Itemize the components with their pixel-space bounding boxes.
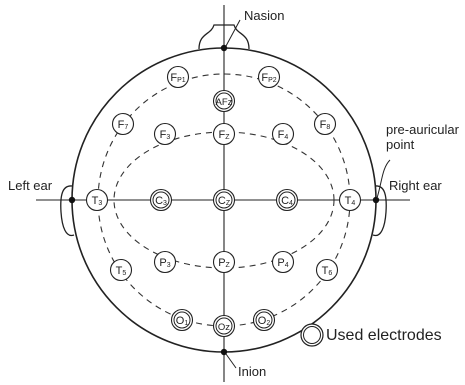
electrode-label: F8 bbox=[320, 119, 331, 131]
electrode-label: Oz bbox=[218, 322, 230, 333]
left-ear-outline bbox=[60, 185, 75, 237]
electrode-t3: T3 bbox=[85, 188, 109, 212]
electrode-c4: C4 bbox=[275, 188, 299, 212]
preauricular-label-line2: point bbox=[386, 137, 415, 152]
legend-used-electrode-symbol-inner bbox=[303, 326, 321, 344]
electrode-circle bbox=[315, 258, 339, 282]
used-electrode-ring bbox=[152, 191, 170, 209]
electrode-f8: F8 bbox=[313, 112, 337, 136]
electrode-circle bbox=[257, 65, 281, 89]
electrode-f4: F4 bbox=[271, 122, 295, 146]
used-electrode-ring bbox=[215, 92, 233, 110]
left-ear-label: Left ear bbox=[8, 178, 53, 193]
electrode-f7: F7 bbox=[111, 112, 135, 136]
electrode-circle bbox=[271, 122, 295, 146]
electrode-cz: CZ bbox=[212, 188, 236, 212]
legend-label: Used electrodes bbox=[326, 327, 442, 344]
used-electrode-ring bbox=[278, 191, 296, 209]
electrode-label: T6 bbox=[322, 265, 333, 277]
electrode-p4: P4 bbox=[271, 250, 295, 274]
electrode-circle bbox=[271, 250, 295, 274]
legend: Used electrodes bbox=[300, 323, 442, 347]
electrode-t6: T6 bbox=[315, 258, 339, 282]
electrode-circle bbox=[338, 188, 362, 212]
preauricular-leader bbox=[376, 159, 391, 199]
right-ear-label: Right ear bbox=[389, 178, 442, 193]
preauricular-label-line1: pre-auricular bbox=[386, 122, 460, 137]
electrode-c3: C3 bbox=[149, 188, 173, 212]
electrode-circle bbox=[85, 188, 109, 212]
inion-label: Inion bbox=[238, 364, 266, 379]
electrode-circle bbox=[212, 122, 236, 146]
nasion-label: Nasion bbox=[244, 8, 284, 23]
electrode-circle bbox=[313, 112, 337, 136]
inion-dot bbox=[220, 348, 228, 356]
electrode-t4: T4 bbox=[338, 188, 362, 212]
electrode-t5: T5 bbox=[109, 258, 133, 282]
used-electrode-ring bbox=[173, 311, 191, 329]
used-electrode-ring bbox=[215, 191, 233, 209]
electrode-circle bbox=[111, 112, 135, 136]
right-preauricular-dot bbox=[372, 196, 380, 204]
electrode-label: FZ bbox=[218, 129, 230, 141]
electrode-fp2: FP2 bbox=[257, 65, 281, 89]
electrode-label: C3 bbox=[155, 195, 167, 207]
left-preauricular-dot bbox=[68, 196, 76, 204]
electrode-afz: AFz bbox=[212, 89, 236, 113]
nasion-leader bbox=[225, 19, 241, 47]
electrode-f3: F3 bbox=[153, 122, 177, 146]
electrode-label: AFz bbox=[216, 97, 233, 108]
electrode-circle bbox=[109, 258, 133, 282]
electrode-label: F4 bbox=[278, 129, 289, 141]
nasion-dot bbox=[220, 44, 228, 52]
electrode-label: C4 bbox=[281, 195, 293, 207]
used-electrode-ring bbox=[215, 317, 233, 335]
right-ear-outline bbox=[372, 185, 387, 237]
electrode-oz: Oz bbox=[212, 314, 236, 338]
electrode-circle bbox=[153, 122, 177, 146]
inion-leader bbox=[225, 353, 237, 369]
used-electrode-ring bbox=[255, 311, 273, 329]
electrode-label: F7 bbox=[118, 119, 129, 131]
electrode-circle bbox=[153, 250, 177, 274]
electrode-label: T4 bbox=[345, 195, 356, 207]
electrode-circle bbox=[212, 250, 236, 274]
electrode-p3: P3 bbox=[153, 250, 177, 274]
electrode-label: P3 bbox=[159, 257, 170, 269]
electrode-fz: FZ bbox=[212, 122, 236, 146]
electrode-label: T3 bbox=[92, 195, 103, 207]
electrode-fp1: FP1 bbox=[166, 65, 190, 89]
electrode-label: F3 bbox=[160, 129, 171, 141]
electrode-circle bbox=[166, 65, 190, 89]
electrode-o1: O1 bbox=[170, 308, 194, 332]
electrode-label: T5 bbox=[116, 265, 127, 277]
electrode-pz: PZ bbox=[212, 250, 236, 274]
electrode-label: P4 bbox=[277, 257, 288, 269]
electrode-o2: O2 bbox=[252, 308, 276, 332]
